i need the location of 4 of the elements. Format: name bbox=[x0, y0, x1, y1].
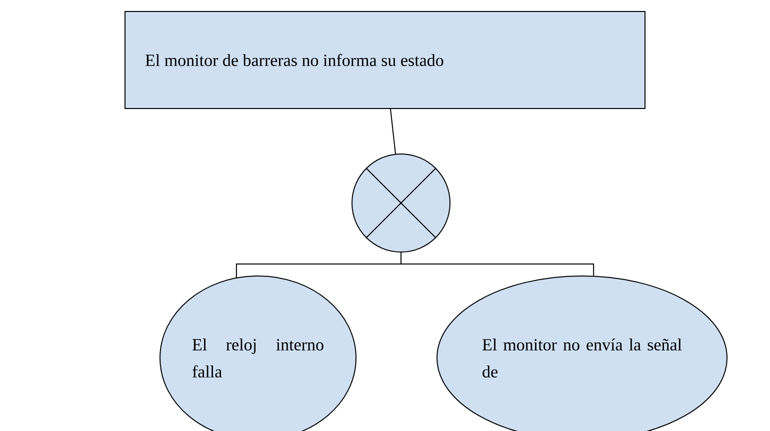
connector bbox=[390, 108, 396, 154]
event-box: El monitor de barreras no informa su estado bbox=[124, 11, 646, 109]
gate-symbol bbox=[352, 154, 450, 252]
connector bbox=[400, 252, 594, 276]
